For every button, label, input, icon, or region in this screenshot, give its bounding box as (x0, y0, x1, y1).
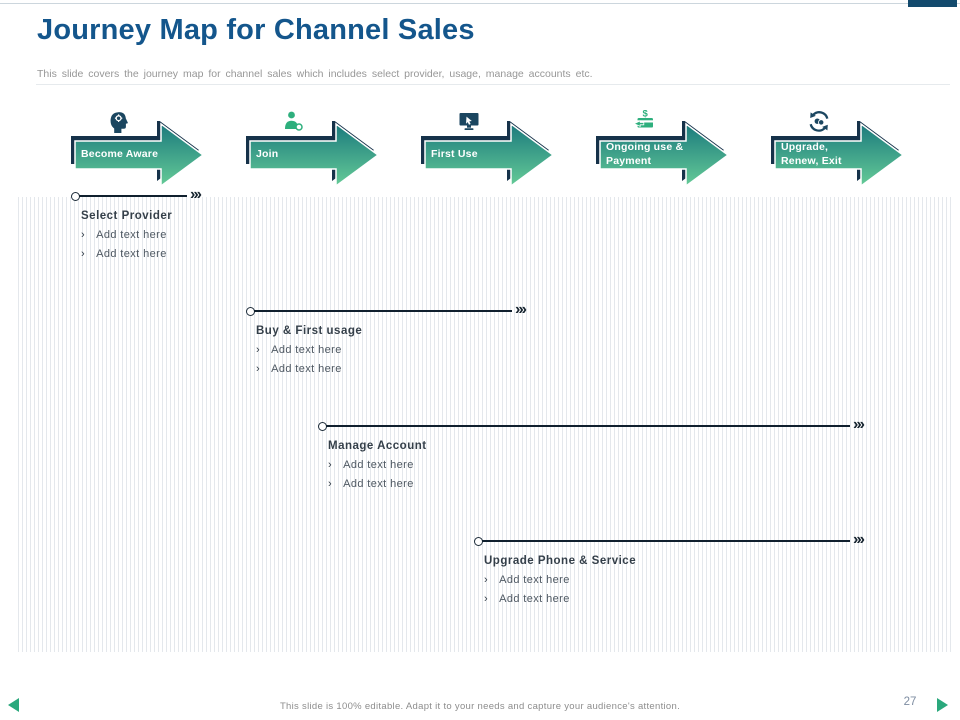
bullet-item: › Add text here (81, 229, 200, 241)
stage-label: Ongoing use & Payment (606, 141, 684, 167)
page-number: 27 (903, 696, 917, 708)
row-title: Manage Account (328, 440, 427, 452)
bullet-marker: › (81, 229, 86, 241)
bullet-item: › Add text here (81, 248, 200, 260)
timeline-row-manage-account: ››› Manage Account › Add text here › Add… (318, 416, 865, 490)
monitor-cursor-icon (456, 108, 482, 134)
bullet-text: Add text here (343, 459, 414, 471)
bullet-item: › Add text here (484, 574, 863, 586)
row-title: Upgrade Phone & Service (484, 555, 637, 567)
page-subtitle: This slide covers the journey map for ch… (37, 68, 593, 80)
stage-first-use: First Use (420, 108, 556, 200)
stage-label: First Use (431, 147, 478, 160)
page-title: Journey Map for Channel Sales (37, 14, 475, 46)
bullet-marker: › (484, 574, 489, 586)
svg-text:$: $ (643, 109, 649, 120)
bullet-text: Add text here (271, 363, 342, 375)
timeline-line: ››› (246, 301, 527, 317)
bullet-text: Add text here (499, 593, 570, 605)
timeline-bar (326, 424, 850, 428)
timeline-chevrons: ››› (853, 415, 865, 433)
stage-arrow-shape (596, 121, 730, 187)
stage-label: Join (256, 147, 279, 160)
bullet-item: › Add text here (484, 593, 863, 605)
thinking-head-icon (106, 108, 132, 134)
bullet-marker: › (484, 593, 489, 605)
stage-ongoing-use-payment: $ Ongoing use & Payment (595, 108, 731, 200)
bullet-item: › Add text here (256, 344, 525, 356)
timeline-bar (79, 194, 187, 198)
top-accent-bar (908, 0, 957, 7)
footer-note: This slide is 100% editable. Adapt it to… (279, 701, 681, 712)
timeline-line: ››› (474, 531, 865, 547)
row-title: Buy & First usage (256, 325, 363, 337)
top-divider-line (0, 3, 960, 4)
timeline-line: ››› (71, 186, 202, 202)
timeline-bar (482, 539, 850, 543)
timeline-chevrons: ››› (190, 185, 202, 203)
bullet-marker: › (256, 344, 261, 356)
timeline-bar (254, 309, 512, 313)
stage-arrow-shape (71, 121, 205, 187)
bullet-item: › Add text here (256, 363, 525, 375)
bullet-item: › Add text here (328, 459, 863, 471)
bullet-marker: › (328, 459, 333, 471)
next-slide-button[interactable] (937, 698, 948, 712)
subtitle-divider-line (36, 84, 950, 85)
stage-arrow-shape (246, 121, 380, 187)
bullet-item: › Add text here (328, 478, 863, 490)
row-title: Select Provider (81, 210, 173, 222)
timeline-chevrons: ››› (515, 300, 527, 318)
bullet-text: Add text here (96, 229, 167, 241)
timeline-line: ››› (318, 416, 865, 432)
pinstripe-background (18, 197, 952, 652)
bullet-marker: › (328, 478, 333, 490)
stage-arrow-shape (771, 121, 905, 187)
stage-upgrade-renew-exit: Upgrade, Renew, Exit (770, 108, 906, 200)
bullet-marker: › (81, 248, 86, 260)
bullet-marker: › (256, 363, 261, 375)
stage-label: Become Aware (81, 147, 159, 160)
bullet-text: Add text here (343, 478, 414, 490)
stage-arrow-shape (421, 121, 555, 187)
prev-slide-button[interactable] (8, 698, 19, 712)
bullet-text: Add text here (499, 574, 570, 586)
stage-become-aware: Become Aware (70, 108, 206, 200)
bullet-text: Add text here (96, 248, 167, 260)
stage-join: Join (245, 108, 381, 200)
bullet-text: Add text here (271, 344, 342, 356)
payment-card-icon: $ (631, 108, 657, 134)
add-user-icon (281, 108, 307, 134)
renew-cycle-icon (806, 108, 832, 134)
timeline-chevrons: ››› (853, 530, 865, 548)
timeline-row-select-provider: ››› Select Provider › Add text here › Ad… (71, 186, 202, 260)
stage-label: Upgrade, Renew, Exit (781, 141, 842, 167)
timeline-row-upgrade-phone-service: ››› Upgrade Phone & Service › Add text h… (474, 531, 865, 605)
timeline-row-buy-first-usage: ››› Buy & First usage › Add text here › … (246, 301, 527, 375)
